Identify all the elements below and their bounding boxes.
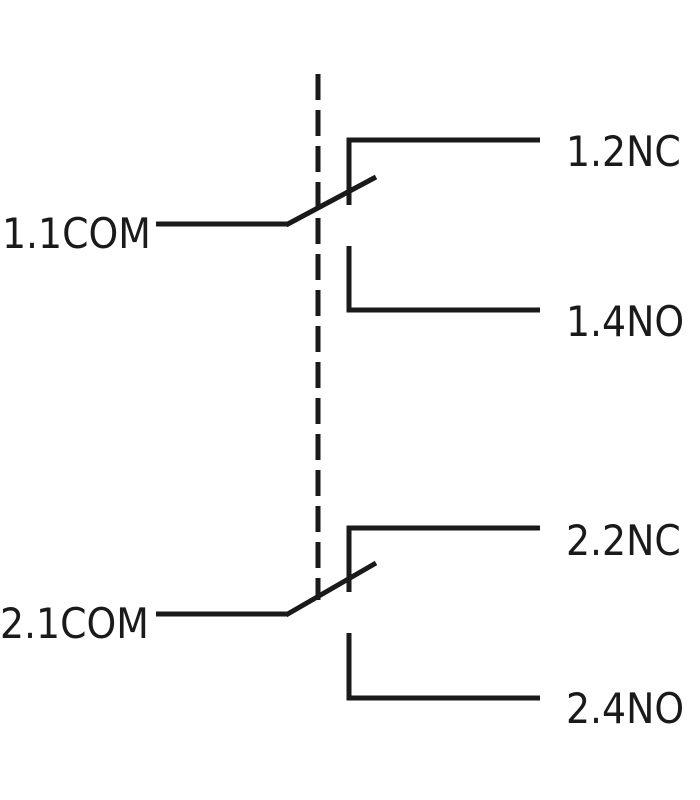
- pole1-no-wire: [346, 246, 540, 313]
- pole1-nc-label: 1.2NC: [566, 127, 681, 176]
- pole2-no-wire: [346, 633, 540, 701]
- pole1-no-label: 1.4NO: [566, 297, 684, 346]
- pole2-no-label: 2.4NO: [566, 684, 684, 733]
- pole2-switch-blade: [284, 560, 378, 618]
- pole-1: 1.1COM 1.2NC 1.4NO: [2, 127, 684, 346]
- pole2-com-label: 2.1COM: [0, 599, 149, 648]
- pole-2: 2.1COM 2.2NC 2.4NO: [0, 516, 684, 733]
- pole1-switch-blade: [284, 174, 378, 228]
- pole2-nc-label: 2.2NC: [566, 516, 681, 565]
- pole1-nc-wire: [346, 137, 540, 205]
- pole2-nc-wire: [346, 525, 540, 592]
- pole1-com-label: 1.1COM: [2, 209, 151, 258]
